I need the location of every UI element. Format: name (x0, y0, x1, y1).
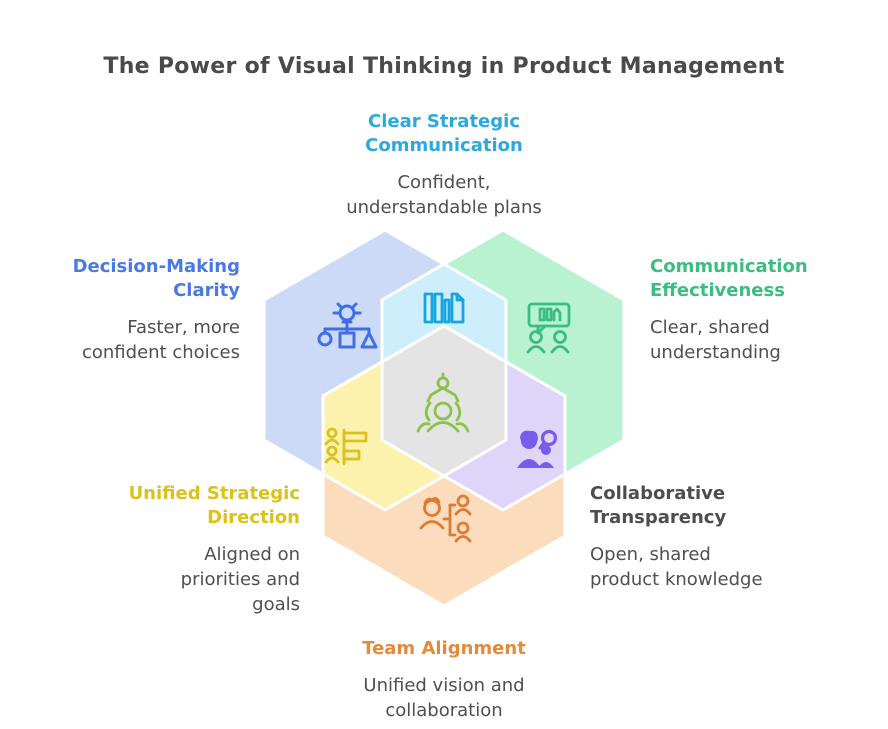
section-heading: Team Alignment (362, 638, 526, 659)
discussion-icon (526, 302, 571, 354)
library-icon (423, 292, 465, 324)
section-label-decision-making-clarity: Decision-Making Clarity Faster, more con… (14, 255, 240, 365)
section-description: Open, shared product knowledge (590, 544, 763, 590)
page-title: The Power of Visual Thinking in Product … (103, 54, 785, 79)
section-description: Faster, more confident choices (81, 317, 240, 363)
priority-list-icon (324, 427, 368, 466)
section-description: Aligned on priorities and goals (180, 544, 300, 615)
section-description: Unified vision and collaboration (363, 675, 525, 721)
team-hierarchy-icon (419, 494, 472, 543)
section-label-clear-strategic-communication: Clear Strategic Communication Confident,… (279, 110, 609, 220)
facilitator-icon (416, 372, 470, 433)
section-label-communication-effectiveness: Communication Effectiveness Clear, share… (650, 255, 882, 365)
section-label-team-alignment: Team Alignment Unified vision and collab… (294, 637, 594, 723)
section-label-unified-strategic-direction: Unified Strategic Direction Aligned on p… (58, 482, 300, 617)
people-search-icon (517, 429, 558, 468)
section-heading: Collaborative Transparency (590, 483, 727, 528)
idea-decision-icon (317, 302, 378, 349)
section-heading: Clear Strategic Communication (365, 111, 523, 156)
section-label-collaborative-transparency: Collaborative Transparency Open, shared … (590, 482, 830, 592)
section-description: Clear, shared understanding (650, 317, 781, 363)
section-heading: Unified Strategic Direction (128, 483, 300, 528)
section-description: Confident, understandable plans (346, 172, 542, 218)
center-region (380, 324, 508, 478)
magnifier-glyph (538, 429, 558, 450)
section-heading: Decision-Making Clarity (72, 256, 240, 301)
section-heading: Communication Effectiveness (650, 256, 808, 301)
